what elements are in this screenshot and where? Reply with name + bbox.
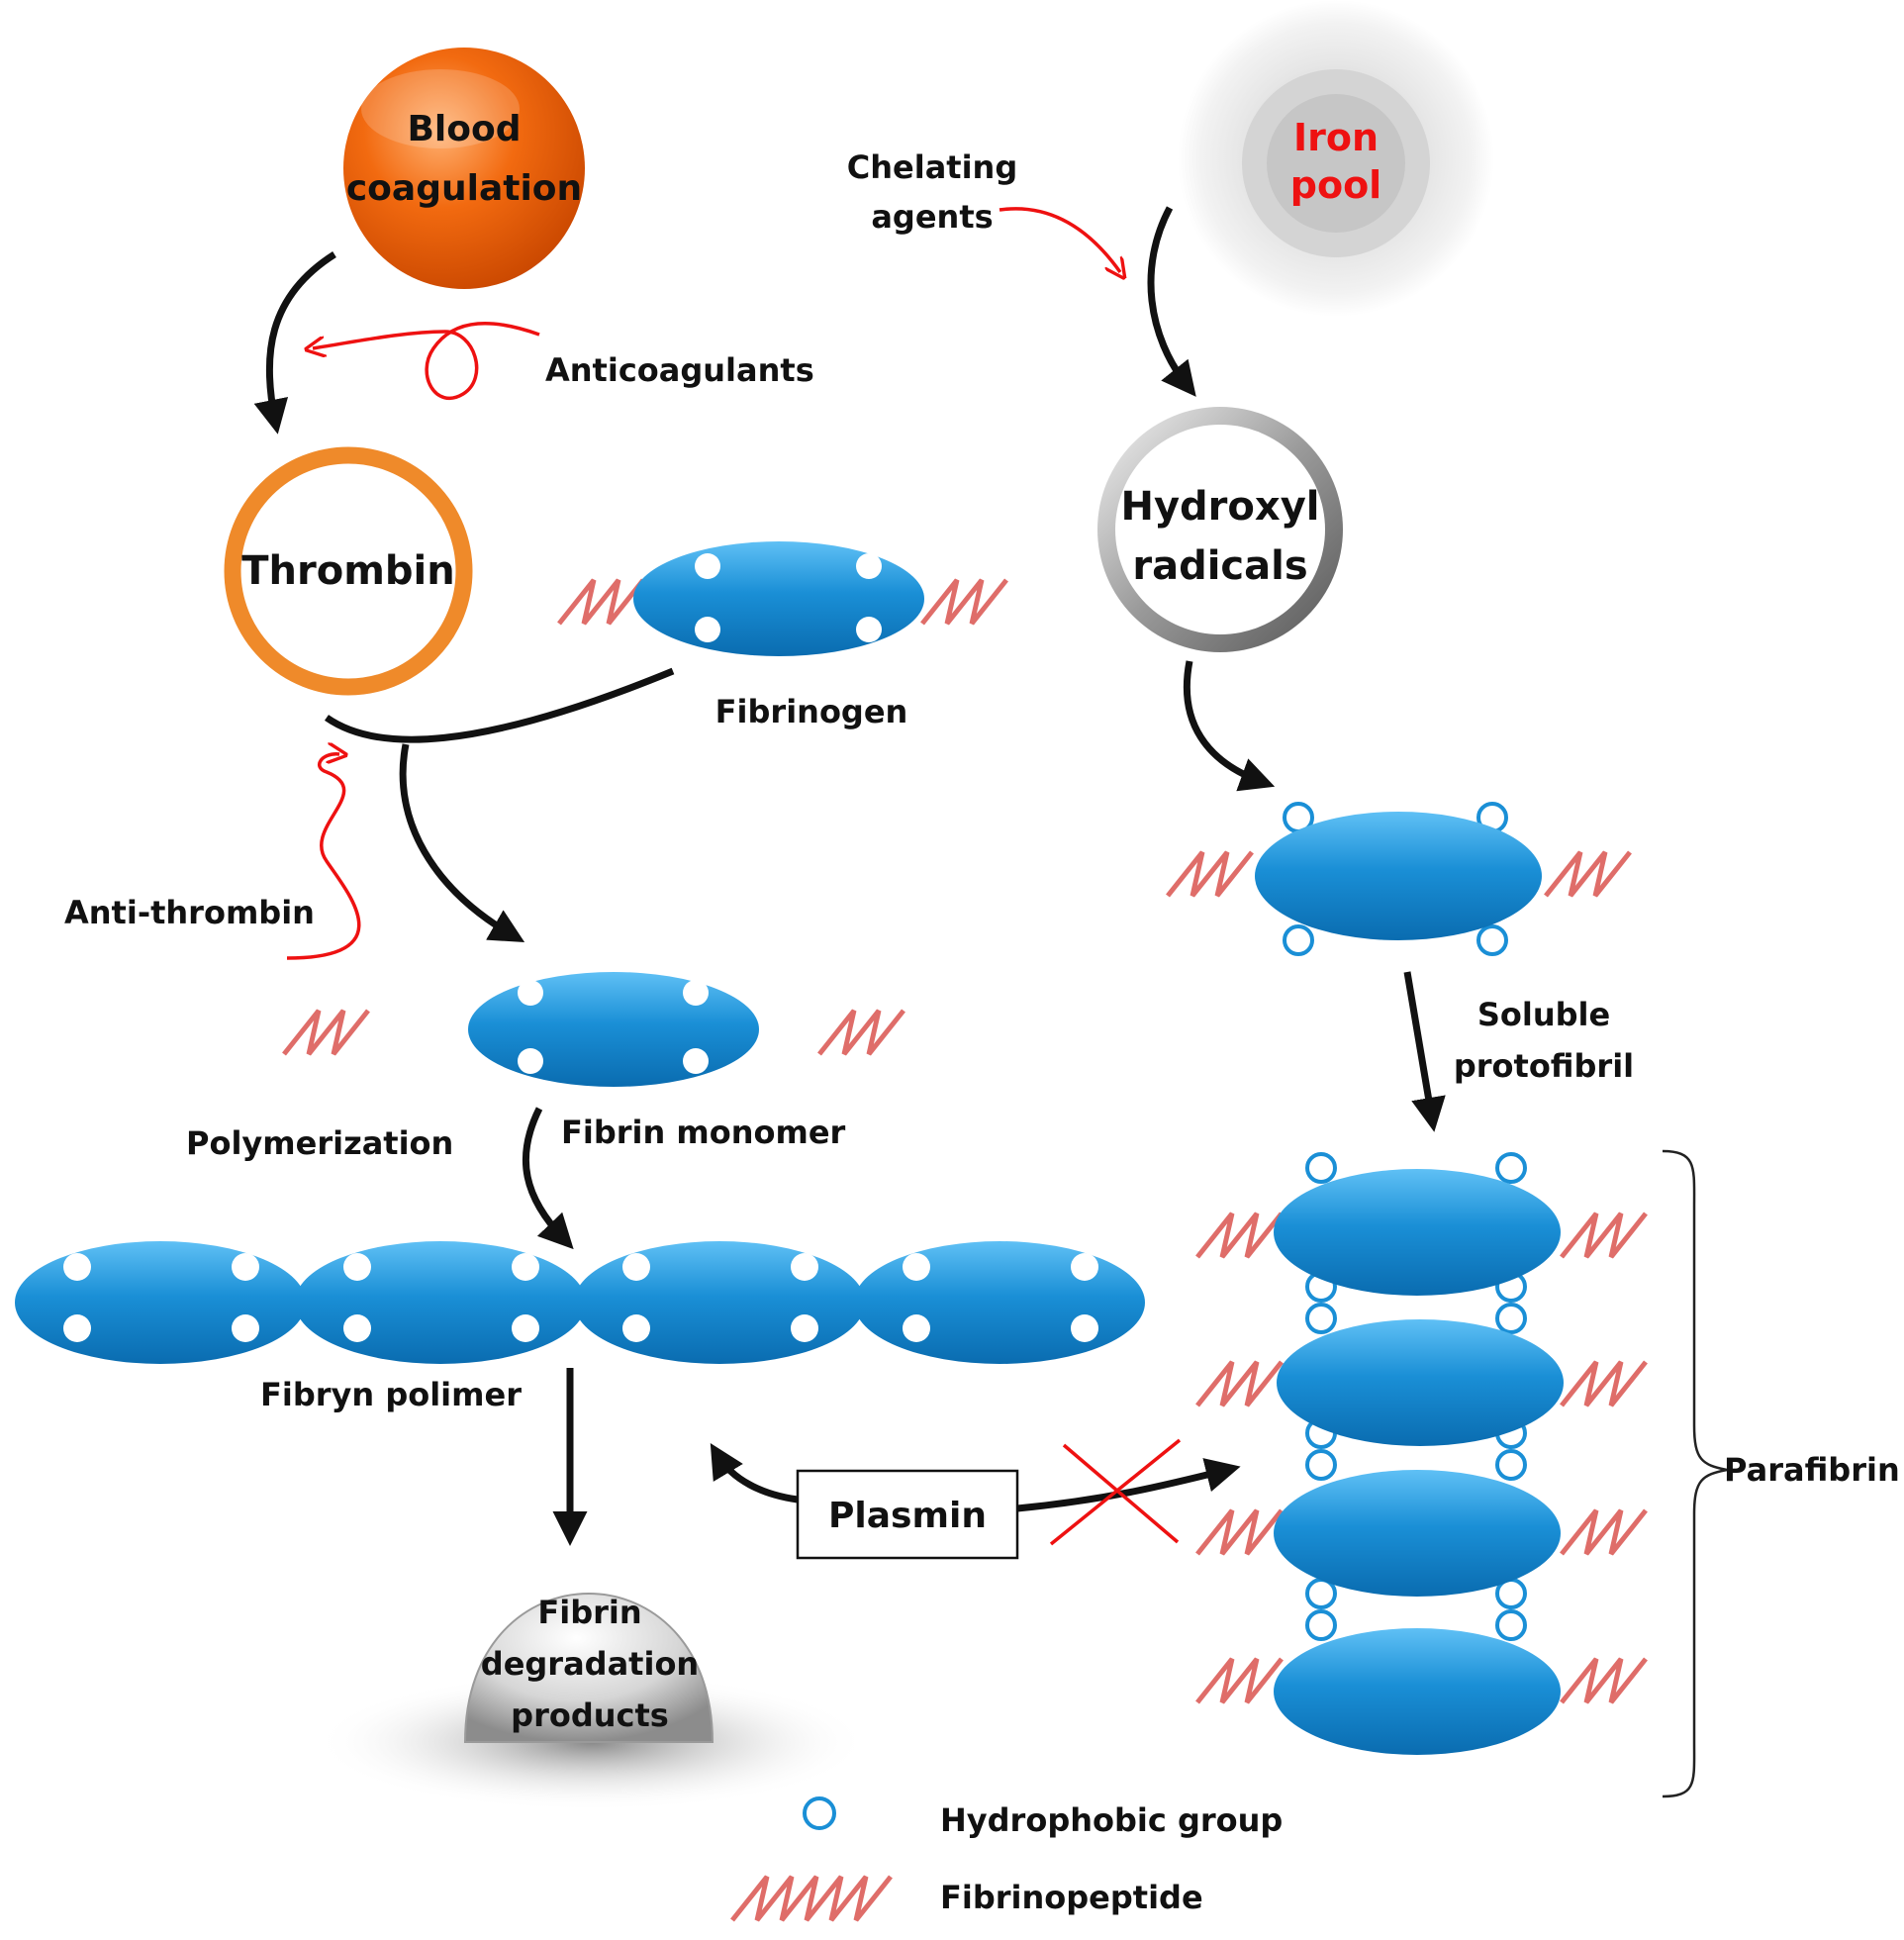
legend: Hydrophobic group Fibrinopeptide <box>730 1796 1283 1922</box>
arrow-plasmin-to-parafibrin <box>1016 1458 1241 1512</box>
fibrinopeptide-released-left-icon <box>282 1009 370 1056</box>
junction-curve <box>324 667 675 743</box>
thrombin-label: Thrombin <box>241 548 454 594</box>
fibrinopeptide-legend-icon <box>730 1875 893 1922</box>
hydrophobic-group-legend-icon <box>803 1796 836 1830</box>
chelating-agents-inhibitor-arrow <box>999 207 1120 272</box>
arrow-coagulation-to-thrombin <box>253 251 336 435</box>
fibrinopeptide-right-mol-right-icon <box>1544 850 1632 898</box>
arrow-to-fibrin-monomer <box>399 743 525 943</box>
fibryn-polimer-label: Fibryn polimer <box>260 1376 522 1413</box>
thrombin-node: Thrombin <box>224 446 473 696</box>
chelating-agents-line1: Chelating <box>847 148 1017 186</box>
soluble-protofibril-line2: protofibril <box>1454 1047 1634 1085</box>
modified-fibrinogen-molecule <box>1166 802 1632 956</box>
fibrin-degradation-line2: degradation <box>481 1645 699 1683</box>
parafibrin-brace <box>1662 1149 1728 1798</box>
fibrinogen-label: Fibrinogen <box>715 693 908 730</box>
arrow-iron-to-hydroxyl <box>1147 206 1196 397</box>
plasmin-box: Plasmin <box>796 1469 1019 1560</box>
parafibrin-unit-1 <box>1195 1169 1648 1296</box>
blood-coagulation-line1: Blood <box>407 109 521 149</box>
parafibrin-unit-4 <box>1195 1628 1648 1755</box>
fibrin-monomer-molecule <box>282 972 905 1087</box>
parafibrin-unit-2 <box>1195 1319 1648 1446</box>
polymer-unit-4 <box>854 1241 1145 1364</box>
hydroxyl-radicals-line1: Hydroxyl <box>1121 484 1320 530</box>
parafibrin-unit-3 <box>1195 1470 1648 1597</box>
parafibrin-stack <box>1195 1152 1648 1755</box>
fibrin-monomer-label: Fibrin monomer <box>561 1114 846 1151</box>
blocked-cross-icon <box>1049 1438 1182 1546</box>
hydroxyl-radicals-node: Hydroxyl radicals <box>1097 407 1343 652</box>
arrow-hydroxyl-to-protofibril <box>1183 660 1276 792</box>
hydroxyl-radicals-line2: radicals <box>1132 543 1307 589</box>
fibrinopeptide-right-icon <box>920 578 1008 626</box>
anticoagulants-label: Anticoagulants <box>545 351 814 389</box>
fibrin-degradation-line3: products <box>511 1697 669 1734</box>
arrow-to-polymer <box>522 1107 574 1250</box>
fibrinopeptide-left-icon <box>557 578 645 626</box>
blood-coagulation-node: Blood coagulation <box>343 48 585 289</box>
anti-thrombin-label: Anti-thrombin <box>64 894 315 931</box>
fibrinopeptide-legend-label: Fibrinopeptide <box>940 1879 1203 1916</box>
arrow-to-parafibrin <box>1403 971 1446 1132</box>
fibrinopeptide-right-mol-left-icon <box>1166 850 1254 898</box>
chelating-agents-line2: agents <box>871 198 993 236</box>
fibrin-degradation-line1: Fibrin <box>537 1594 641 1631</box>
fibrinogen-molecule <box>557 541 1008 656</box>
fibrin-degradation-node: Fibrin degradation products <box>315 1593 869 1811</box>
iron-pool-line1: Iron <box>1293 116 1379 159</box>
parafibrin-label: Parafibrin <box>1724 1451 1900 1489</box>
blood-coagulation-line2: coagulation <box>346 168 582 209</box>
polymerization-label: Polymerization <box>186 1124 453 1162</box>
soluble-protofibril-line1: Soluble <box>1477 996 1610 1033</box>
arrow-plasmin-to-polymer <box>710 1442 799 1504</box>
polymer-unit-3 <box>574 1241 865 1364</box>
iron-pool-node: Iron pool <box>1178 0 1494 317</box>
plasmin-label: Plasmin <box>828 1496 987 1536</box>
polymer-unit-1 <box>15 1241 306 1364</box>
anti-thrombin-inhibitor-arrow <box>286 754 361 960</box>
fibrin-polymer-chain <box>15 1241 1145 1364</box>
hydrophobic-group-legend-label: Hydrophobic group <box>940 1801 1283 1839</box>
polymer-unit-2 <box>295 1241 586 1364</box>
anticoagulants-inhibitor-arrow <box>313 321 540 401</box>
iron-pool-line2: pool <box>1290 163 1381 207</box>
fibrinopeptide-released-right-icon <box>817 1009 905 1056</box>
